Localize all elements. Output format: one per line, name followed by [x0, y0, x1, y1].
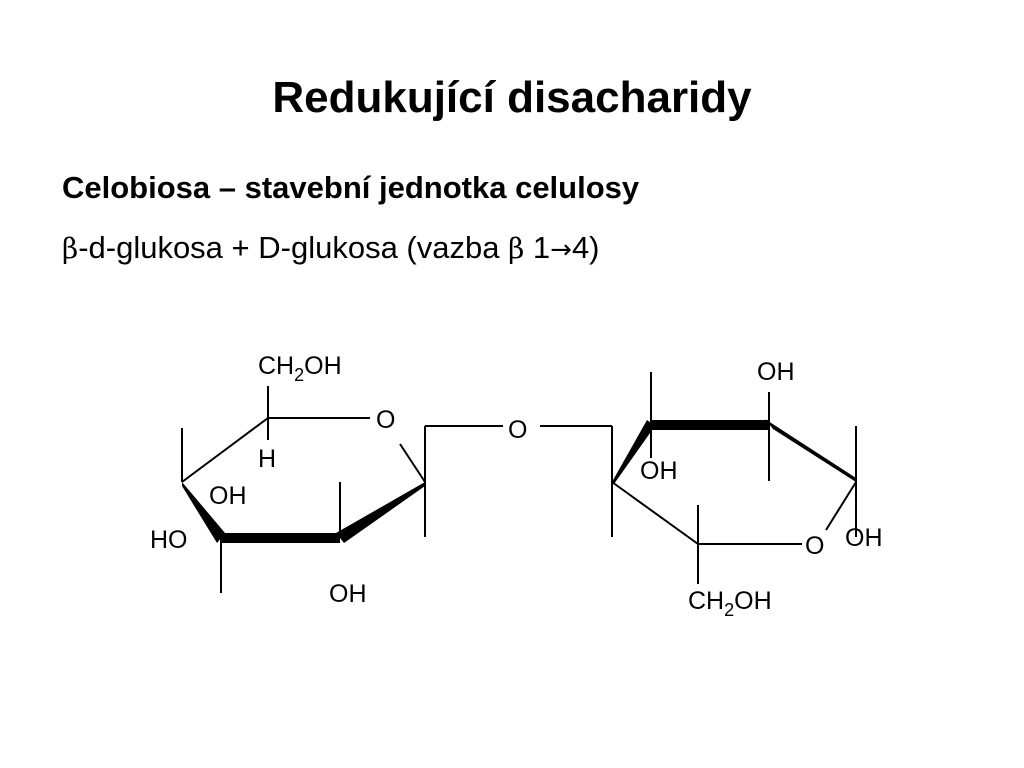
right-oh-right-label: OH	[845, 524, 883, 552]
formula-part-2: 1	[524, 230, 551, 265]
left-ring-bold-bonds	[182, 482, 425, 543]
right-ring-bond-o-c1	[825, 481, 857, 531]
left-glucose-ring	[181, 386, 426, 593]
left-bold-c3-c2	[221, 533, 340, 543]
right-bold-c3-c2	[651, 420, 769, 430]
right-ch2oh-label: CH2OH	[688, 587, 772, 620]
beta-symbol: β	[62, 232, 79, 265]
left-wedge-c2-c1	[336, 482, 425, 543]
right-oh-top-label: OH	[757, 358, 795, 386]
slide-title: Redukující disacharidy	[272, 73, 752, 122]
left-h-label: H	[258, 445, 276, 473]
right-ring-bold-bonds	[612, 419, 856, 484]
left-oh-upper-label: OH	[209, 482, 247, 510]
left-oh-bottom-label: OH	[329, 580, 367, 608]
right-wedge-c4-c3	[612, 420, 655, 484]
formula-line: β-d-glukosa + D-glukosa (vazba β 1→4)	[62, 226, 600, 272]
beta-symbol-2: β	[508, 232, 525, 265]
left-wedge-c4-c3	[182, 482, 225, 543]
arrow-icon: →	[550, 235, 572, 265]
formula-part-1: -d-glukosa + D-glukosa (vazba	[78, 230, 509, 265]
right-ring-oxygen-label: O	[805, 532, 824, 560]
left-ch2oh-label: CH2OH	[258, 352, 342, 385]
slide-subtitle: Celobiosa – stavební jednotka celulosy	[62, 170, 640, 205]
bridge-oxygen-label: O	[508, 416, 527, 444]
right-oh-inner-label: OH	[640, 457, 678, 485]
left-ring-bond-o-c1	[399, 443, 426, 483]
left-ring-oxygen-label: O	[376, 406, 395, 434]
glycosidic-bridge	[424, 425, 613, 537]
right-glucose-ring	[611, 372, 857, 584]
left-ring-bond-c5-c4	[181, 417, 269, 483]
right-wedge-c2-c1	[765, 419, 856, 482]
right-ring-bond-c4-c5	[611, 481, 699, 545]
formula-part-3: 4)	[571, 230, 600, 265]
left-ho-label: HO	[150, 526, 188, 554]
